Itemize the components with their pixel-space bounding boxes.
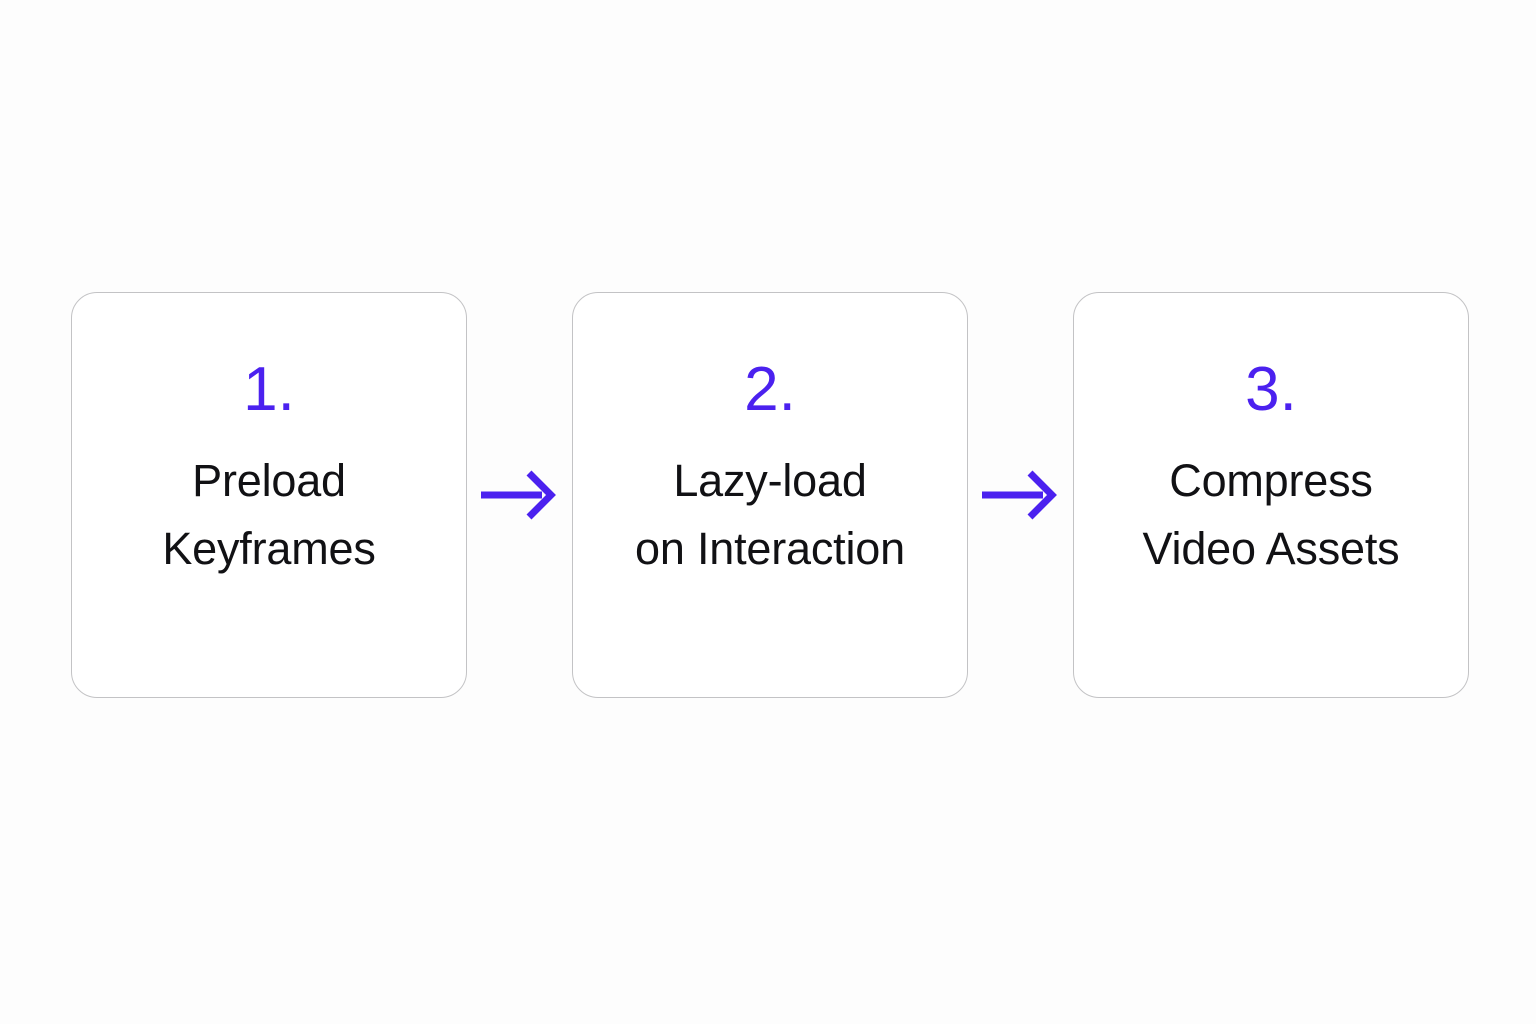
- process-flow-row: 1. Preload Keyframes 2. Lazy-load on Int…: [71, 292, 1469, 698]
- connector-1-to-2: [467, 292, 572, 698]
- step-card-2[interactable]: 2. Lazy-load on Interaction: [572, 292, 968, 698]
- step-number-1: 1.: [243, 355, 295, 424]
- step-label-1: Preload Keyframes: [162, 455, 376, 574]
- connector-2-to-3: [968, 292, 1073, 698]
- step-number-3: 3.: [1245, 355, 1297, 424]
- step-number-2: 2.: [744, 355, 796, 424]
- step-card-3[interactable]: 3. Compress Video Assets: [1073, 292, 1469, 698]
- step-label-3: Compress Video Assets: [1142, 455, 1400, 574]
- arrow-right-icon: [480, 467, 560, 523]
- arrow-right-icon: [981, 467, 1061, 523]
- step-card-1[interactable]: 1. Preload Keyframes: [71, 292, 467, 698]
- step-label-2: Lazy-load on Interaction: [635, 455, 905, 574]
